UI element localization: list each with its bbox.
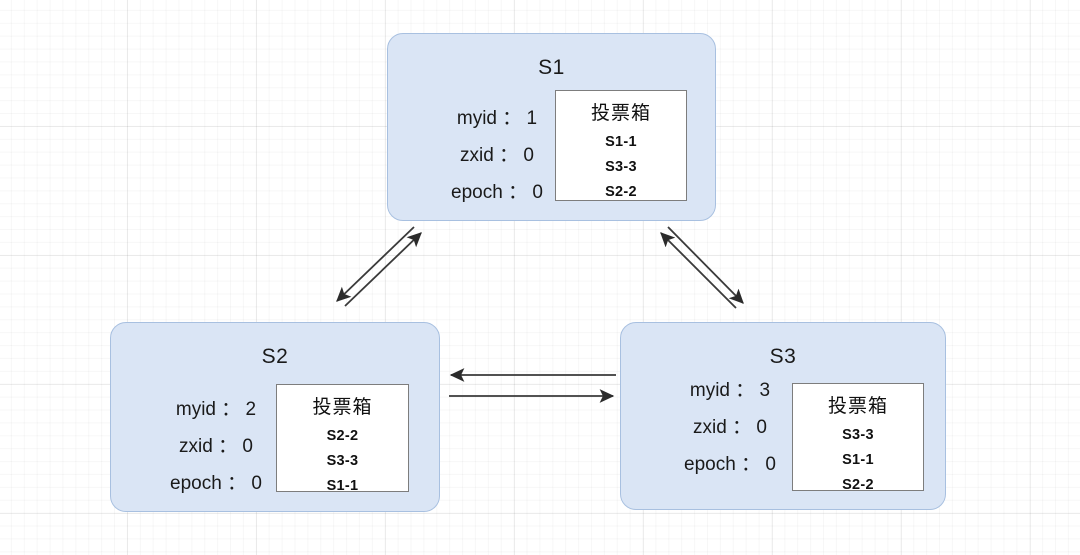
ballot-item: S2-2 — [605, 184, 637, 200]
node-fields-s3: myid ： 3 zxid ： 0 epoch ： 0 — [635, 381, 825, 474]
field-zxid: zxid ： 0 — [179, 436, 253, 457]
field-zxid: zxid ： 0 — [460, 145, 534, 166]
ballot-box-title: 投票箱 — [312, 397, 373, 418]
field-epoch: epoch ： 0 — [684, 454, 776, 475]
server-node-s1[interactable]: S1 myid ： 1 zxid ： 0 epoch ： 0 投票箱 S1-1 … — [387, 33, 716, 221]
node-title-s1: S1 — [538, 56, 565, 79]
ballot-item: S1-1 — [605, 134, 637, 150]
node-title-s2: S2 — [261, 345, 289, 368]
field-epoch: epoch ： 0 — [170, 473, 262, 494]
server-node-s3[interactable]: S3 myid ： 3 zxid ： 0 epoch ： 0 投票箱 S3-3 … — [620, 322, 946, 510]
ballot-item: S1-1 — [326, 478, 359, 494]
node-title-s3: S3 — [769, 345, 797, 368]
arrow-s1-to-s2 — [336, 226, 415, 302]
ballot-box-s1[interactable]: 投票箱 S1-1 S3-3 S2-2 — [555, 90, 687, 201]
ballot-item: S1-1 — [842, 452, 874, 468]
ballot-item: S3-3 — [326, 453, 359, 469]
server-node-s2[interactable]: S2 myid ： 2 zxid ： 0 epoch ： 0 投票箱 S2-2 … — [110, 322, 440, 512]
field-myid: myid ： 1 — [456, 108, 538, 129]
ballot-item: S2-2 — [842, 477, 874, 493]
field-zxid: zxid ： 0 — [693, 417, 767, 438]
arrow-s3-to-s1 — [660, 232, 737, 309]
field-myid: myid ： 2 — [175, 399, 257, 420]
field-myid: myid ： 3 — [689, 380, 771, 401]
ballot-box-title: 投票箱 — [590, 103, 651, 124]
ballot-box-title: 投票箱 — [827, 396, 888, 417]
node-fields-s2: myid ： 2 zxid ： 0 epoch ： 0 — [121, 400, 311, 493]
ballot-box-s2[interactable]: 投票箱 S2-2 S3-3 S1-1 — [276, 384, 409, 494]
ballot-item: S2-2 — [326, 428, 359, 444]
arrow-s2-to-s1 — [344, 232, 422, 307]
node-fields-s1: myid ： 1 zxid ： 0 epoch ： 0 — [402, 109, 592, 202]
ballot-item: S3-3 — [605, 159, 637, 175]
field-epoch: epoch ： 0 — [451, 182, 543, 203]
ballot-box-s3[interactable]: 投票箱 S3-3 S1-1 S2-2 — [792, 383, 924, 493]
ballot-item: S3-3 — [842, 427, 874, 443]
arrow-s1-to-s3 — [667, 226, 744, 304]
